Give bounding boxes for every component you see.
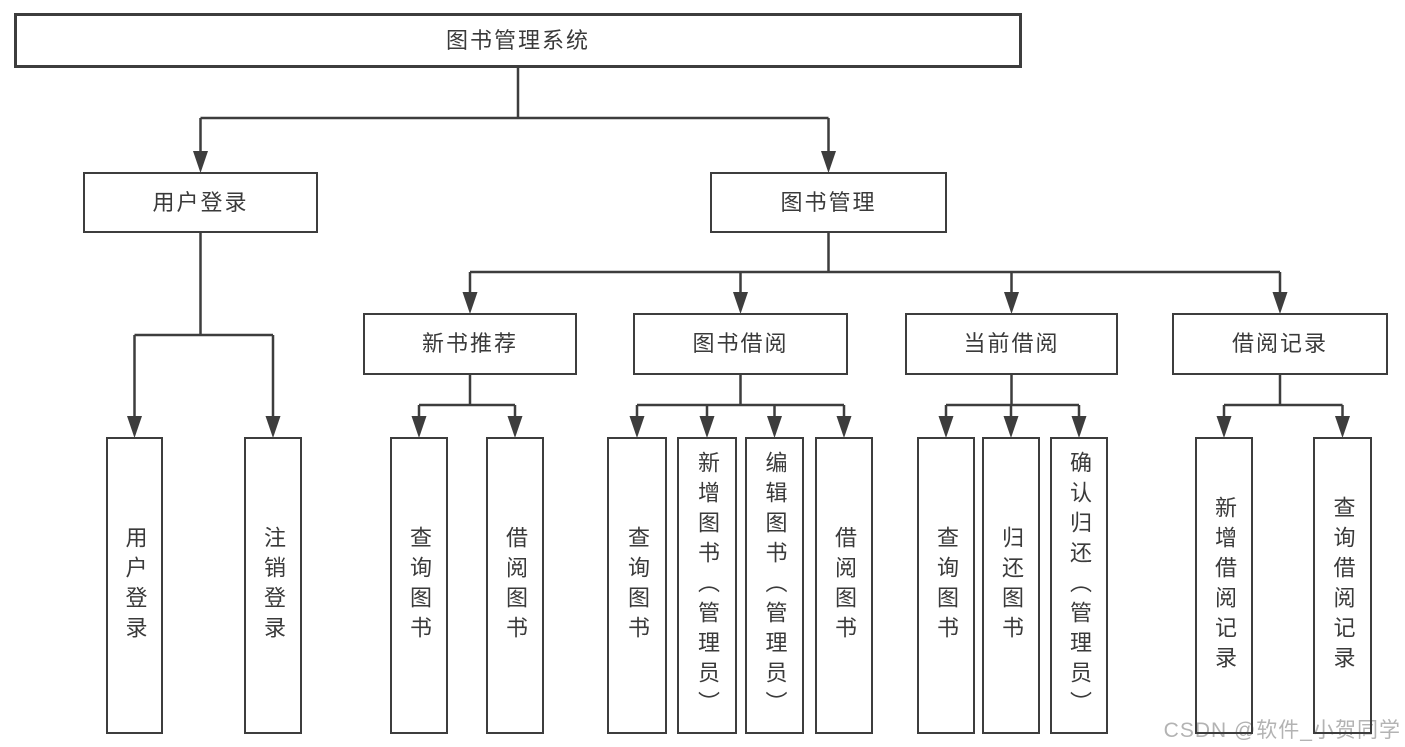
node-v-borrow-book-2: 借阅图书 xyxy=(815,437,873,734)
node-v-add-book: 新增图书（管理员） xyxy=(677,437,737,734)
node-v-query-book-2: 查询图书 xyxy=(607,437,667,734)
node-label: 确认归还（管理员） xyxy=(1067,450,1092,721)
arrowhead-v-user-login xyxy=(127,416,142,438)
arrowhead-v-return-book xyxy=(1003,416,1019,438)
node-label: 新增借阅记录 xyxy=(1212,495,1237,676)
node-v-add-record: 新增借阅记录 xyxy=(1195,437,1253,734)
node-label: 查询图书 xyxy=(934,525,959,646)
node-user-login: 用户登录 xyxy=(83,172,318,233)
arrowhead-current-borrow xyxy=(1004,292,1019,314)
arrowhead-v-query-book-2 xyxy=(629,416,645,438)
node-book-borrow: 图书借阅 xyxy=(633,313,848,375)
node-v-query-book-3: 查询图书 xyxy=(917,437,975,734)
arrowhead-v-logout xyxy=(265,416,281,438)
node-label: 用户登录 xyxy=(152,189,249,215)
arrowhead-book-mgmt xyxy=(821,151,836,173)
edge-borrow-records xyxy=(1222,375,1344,420)
node-label: 归还图书 xyxy=(999,525,1024,646)
node-v-return-book: 归还图书 xyxy=(982,437,1040,734)
watermark: CSDN @软件_小贺同学 xyxy=(1163,719,1401,742)
node-book-mgmt: 图书管理 xyxy=(710,172,947,233)
arrowhead-v-query-book-1 xyxy=(411,416,427,438)
node-root: 图书管理系统 xyxy=(14,13,1022,68)
node-label: 注销登录 xyxy=(261,525,286,646)
node-label: 查询借阅记录 xyxy=(1330,495,1356,676)
edge-user-login xyxy=(133,233,275,420)
arrowhead-user-login xyxy=(193,151,208,173)
arrowhead-v-borrow-book-1 xyxy=(507,416,523,438)
arrowhead-borrow-records xyxy=(1272,292,1288,314)
node-v-query-book-1: 查询图书 xyxy=(390,437,448,734)
node-label: 新增图书（管理员） xyxy=(695,450,720,721)
arrowhead-new-book-rec xyxy=(462,292,478,314)
node-v-confirm-return: 确认归还（管理员） xyxy=(1050,437,1108,734)
node-v-query-record: 查询借阅记录 xyxy=(1313,437,1372,734)
arrowhead-v-confirm-return xyxy=(1071,416,1087,438)
node-new-book-rec: 新书推荐 xyxy=(363,313,577,375)
arrowhead-v-add-record xyxy=(1216,416,1232,438)
node-label: 借阅图书 xyxy=(832,525,857,646)
edge-root xyxy=(199,68,830,155)
node-current-borrow: 当前借阅 xyxy=(905,313,1118,375)
node-label: 借阅图书 xyxy=(503,525,528,646)
node-v-edit-book: 编辑图书（管理员） xyxy=(745,437,804,734)
node-label: 图书借阅 xyxy=(692,331,789,356)
node-label: 图书管理 xyxy=(780,189,877,215)
edge-book-mgmt xyxy=(468,233,1282,296)
arrowhead-v-query-book-3 xyxy=(938,416,954,438)
node-label: 当前借阅 xyxy=(963,331,1060,356)
arrowhead-v-add-book xyxy=(699,416,715,438)
node-label: 用户登录 xyxy=(122,525,148,646)
arrowhead-v-query-record xyxy=(1335,416,1350,438)
arrowhead-v-edit-book xyxy=(767,416,782,438)
arrowhead-book-borrow xyxy=(733,292,748,314)
edge-current-borrow xyxy=(944,375,1081,420)
node-label: 编辑图书（管理员） xyxy=(762,450,788,721)
node-v-logout: 注销登录 xyxy=(244,437,302,734)
node-borrow-records: 借阅记录 xyxy=(1172,313,1388,375)
node-label: 新书推荐 xyxy=(421,331,518,356)
edge-new-book-rec xyxy=(417,375,517,420)
node-v-borrow-book-1: 借阅图书 xyxy=(486,437,544,734)
edge-book-borrow xyxy=(635,375,846,420)
node-label: 借阅记录 xyxy=(1231,331,1328,356)
node-label: 图书管理系统 xyxy=(445,27,590,53)
node-v-user-login: 用户登录 xyxy=(106,437,163,734)
node-label: 查询图书 xyxy=(407,525,432,646)
arrowhead-v-borrow-book-2 xyxy=(836,416,852,438)
node-label: 查询图书 xyxy=(625,525,650,646)
